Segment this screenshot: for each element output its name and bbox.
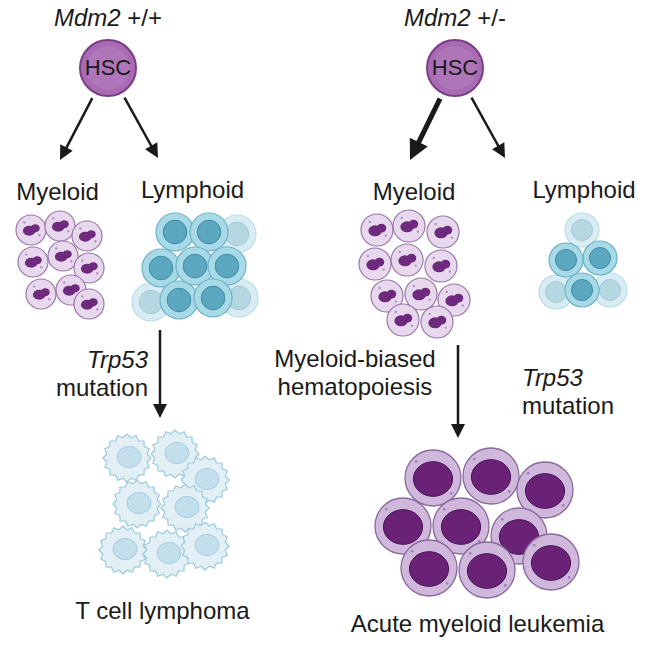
cell-name: HSC [425, 38, 485, 98]
arrow [410, 99, 440, 160]
cell-group: Lymphoid [135, 176, 250, 320]
cell-label: Lymphoid [532, 176, 635, 204]
arrow [60, 98, 92, 160]
cell-group: Lymphoid [528, 176, 640, 306]
myeloid-cells-drawing [13, 212, 103, 322]
cell-group: T cell lymphoma [95, 428, 230, 625]
cell-label: Acute myeloid leukemia [351, 610, 604, 638]
arrow [472, 98, 505, 158]
cell-label: Lymphoid [141, 176, 244, 204]
myeloid-cells [13, 212, 103, 322]
cell-label: Mdm2 +/+ [54, 4, 162, 32]
leukemia-cells-drawing [373, 448, 583, 598]
edge-label: Trp53 mutation [38, 346, 148, 402]
myeloid-cells-drawing [357, 210, 472, 335]
cell-group: Acute myeloid leukemia [370, 448, 585, 638]
lymphoid-cells [544, 214, 624, 306]
cell-group: Mdm2 +/- HSC [400, 4, 510, 98]
lymphoma-cells-drawing [97, 428, 229, 583]
myeloid-cells [357, 210, 472, 335]
stem-cell-circle: HSC [425, 38, 485, 98]
cell-group: Myeloid [10, 178, 105, 322]
leukemia-cells [373, 448, 583, 598]
cell-label: Myeloid [373, 178, 456, 206]
cell-label: Myeloid-biased hematopoiesis [260, 345, 450, 401]
cell-group: Mdm2 +/+ HSC [53, 4, 163, 98]
arrow [153, 330, 167, 418]
cell-group: MyeloidMyeloid-biased hematopoiesis [355, 178, 473, 401]
cell-label: Mdm2 +/- [404, 4, 506, 32]
arrow [451, 345, 465, 438]
arrow [125, 98, 158, 158]
lymphoma-cells [97, 428, 229, 583]
cell-label: Myeloid [16, 178, 99, 206]
cell-name: HSC [78, 38, 138, 98]
edge-label: Trp53 mutation [522, 364, 642, 420]
lymphoid-cells-drawing [544, 214, 624, 306]
stem-cell-circle: HSC [78, 38, 138, 98]
lymphoid-cells [133, 208, 253, 320]
cell-label: T cell lymphoma [75, 597, 249, 625]
lymphoid-cells-drawing [133, 208, 253, 320]
